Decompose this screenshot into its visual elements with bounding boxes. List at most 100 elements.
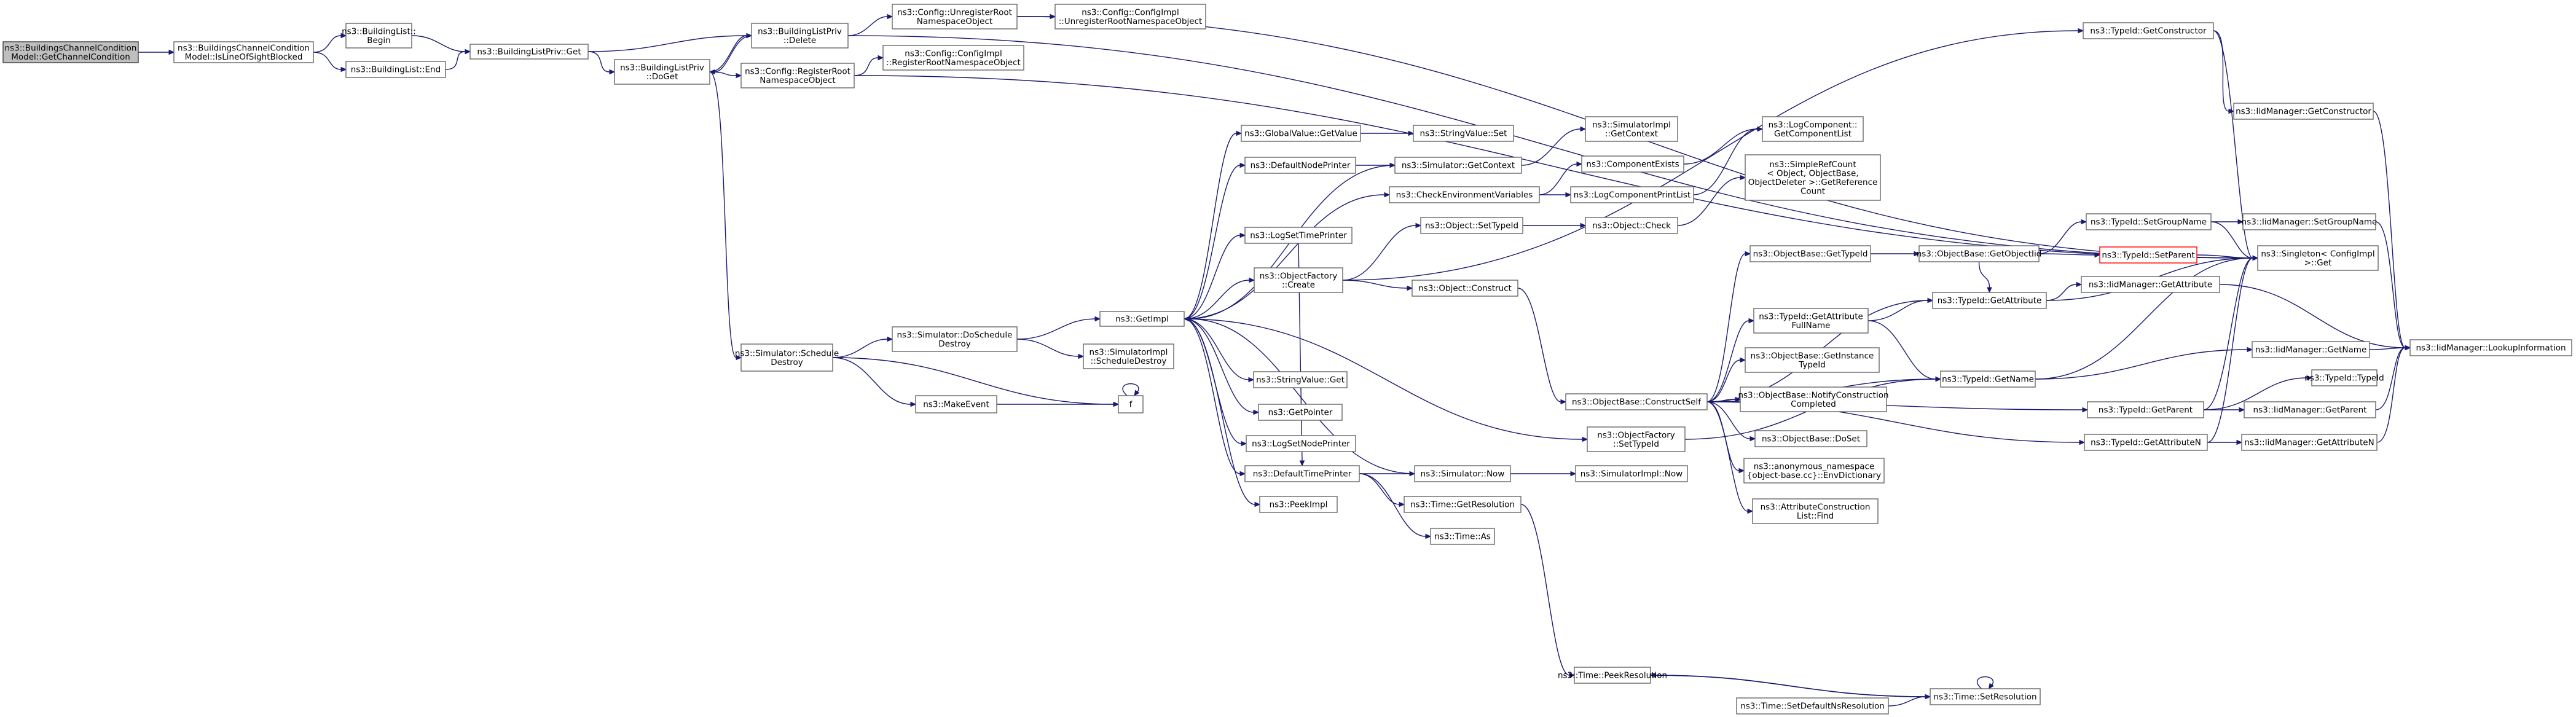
node-ns3-stringvalue-get[interactable]: ns3::StringValue::Get <box>1253 371 1348 388</box>
node-ns3-peekimpl[interactable]: ns3::PeekImpl <box>1259 496 1338 513</box>
node-ns3-objectbase-notifyconstruction-completed[interactable]: ns3::ObjectBase::NotifyConstructionCompl… <box>1738 386 1889 412</box>
edge-n45-n55 <box>2038 219 2087 254</box>
node-ns3-iidmanager-getattribute[interactable]: ns3::IidManager::GetAttribute <box>2081 276 2220 293</box>
node-ns3-objectbase-constructself[interactable]: ns3::ObjectBase::ConstructSelf <box>1565 393 1708 410</box>
node-box <box>1244 465 1360 482</box>
node-ns3-buildinglistpriv-delete[interactable]: ns3::BuildingListPriv::Delete <box>751 23 849 49</box>
node-ns3-iidmanager-lookupinformation[interactable]: ns3::IidManager::LookupInformation <box>2409 339 2572 356</box>
node-label: ::UnregisterRootNamespaceObject <box>1059 17 1203 26</box>
node-box <box>1740 386 1887 412</box>
node-ns3-objectbase-getobjectiid[interactable]: ns3::ObjectBase::GetObjectIid <box>1917 245 2042 262</box>
node-ns3-typeid-typeid[interactable]: ns3::TypeId::TypeId <box>2304 369 2384 386</box>
node-ns3-config-configimpl-registerrootnamespaceobject[interactable]: ns3::Config::ConfigImpl::RegisterRootNam… <box>882 45 1024 71</box>
node-ns3-buildingschannelcondition-model-islineofsightblocked[interactable]: ns3::BuildingsChannelConditionModel::IsL… <box>173 41 314 63</box>
node-ns3-time-setresolution[interactable]: ns3::Time::SetResolution <box>1930 688 2041 705</box>
node-ns3-iidmanager-setgroupname[interactable]: ns3::IidManager::SetGroupName <box>2242 213 2378 230</box>
node-label: ns3::SimulatorImpl::Now <box>1581 469 1683 479</box>
node-ns3-objectfactory-settypeid[interactable]: ns3::ObjectFactory::SetTypeId <box>1587 426 1686 452</box>
node-ns3-simulatorimpl-now[interactable]: ns3::SimulatorImpl::Now <box>1575 465 1688 482</box>
node-ns3-simulator-schedule-destroy[interactable]: ns3::Simulator::ScheduleDestroy <box>735 343 839 372</box>
node-f[interactable]: f <box>1118 395 1144 413</box>
node-ns3-objectfactory-create[interactable]: ns3::ObjectFactory::Create <box>1254 267 1343 293</box>
node-label: ns3::Simulator::DoSchedule <box>897 330 1013 340</box>
node-ns3-logcomponent-getcomponentlist[interactable]: ns3::LogComponent::GetComponentList <box>1762 116 1864 142</box>
node-ns3-globalvalue-getvalue[interactable]: ns3::GlobalValue::GetValue <box>1241 125 1361 142</box>
node-ns3-time-as[interactable]: ns3::Time::As <box>1430 528 1495 545</box>
node-ns3-typeid-getattributen[interactable]: ns3::TypeId::GetAttributeN <box>2084 434 2208 451</box>
node-label: Model::GetChannelCondition <box>11 52 130 62</box>
edge-n58-n62 <box>2375 221 2411 351</box>
node-ns3-time-peekresolution[interactable]: ns3::Time::PeekResolution <box>1558 667 1667 684</box>
node-box <box>2233 103 2374 120</box>
edge-line <box>1188 318 1415 474</box>
node-box <box>1244 227 1353 244</box>
node-ns3-object-settypeid[interactable]: ns3::Object::SetTypeId <box>1420 217 1523 234</box>
node-ns3-simulator-getcontext[interactable]: ns3::Simulator::GetContext <box>1394 157 1522 174</box>
edge-line <box>1520 504 1570 676</box>
node-ns3-defaulttimeprinter[interactable]: ns3::DefaultTimePrinter <box>1244 465 1360 482</box>
function-nodes: ns3::BuildingsChannelConditionModel::Get… <box>2 4 2572 715</box>
node-ns3-typeid-getname[interactable]: ns3::TypeId::GetName <box>1940 370 2036 388</box>
node-ns3-typeid-getattribute[interactable]: ns3::TypeId::GetAttribute <box>1932 292 2047 309</box>
node-ns3-config-configimpl-unregisterrootnamespaceobject[interactable]: ns3::Config::ConfigImpl::UnregisterRootN… <box>1054 4 1206 29</box>
edge-arrowhead <box>609 69 616 75</box>
node-ns3-simulator-now[interactable]: ns3::Simulator::Now <box>1414 465 1511 482</box>
node-ns3-buildinglist-end[interactable]: ns3::BuildingList::End <box>345 61 446 78</box>
node-ns3-time-setdefaultnsresolution[interactable]: ns3::Time::SetDefaultNsResolution <box>1736 697 1889 715</box>
edge-line <box>2035 349 2248 380</box>
node-ns3-simulatorimpl-scheduledestroy[interactable]: ns3::SimulatorImpl::ScheduleDestroy <box>1083 343 1174 369</box>
node-ns3-makeevent[interactable]: ns3::MakeEvent <box>915 395 997 413</box>
node-ns3-buildinglist-begin[interactable]: ns3::BuildingList::Begin <box>342 23 416 49</box>
edge-line <box>2038 253 2095 256</box>
edge-arrowhead <box>2236 439 2243 445</box>
node-ns3-buildinglistpriv-doget[interactable]: ns3::BuildingListPriv::DoGet <box>614 59 710 85</box>
node-label: NamespaceObject <box>917 17 992 26</box>
node-label: f <box>1129 400 1133 410</box>
node-ns3-object-check[interactable]: ns3::Object::Check <box>1585 217 1678 234</box>
node-ns3-typeid-setparent[interactable]: ns3::TypeId::SetParent <box>2099 246 2197 264</box>
node-ns3-iidmanager-getattributen[interactable]: ns3::IidManager::GetAttributeN <box>2241 434 2378 451</box>
node-ns3-logcomponentprintlist[interactable]: ns3::LogComponentPrintList <box>1570 186 1694 203</box>
node-ns3-simplerefcount-object-objectbase-objectdeleter-getreference-count[interactable]: ns3::SimpleRefCount< Object, ObjectBase,… <box>1745 154 1881 201</box>
node-label: ns3::ObjectBase::GetTypeId <box>1753 249 1868 259</box>
node-ns3-typeid-setgroupname[interactable]: ns3::TypeId::SetGroupName <box>2086 213 2212 230</box>
node-ns3-buildinglistpriv-get[interactable]: ns3::BuildingListPriv::Get <box>469 44 589 60</box>
node-ns3-config-unregisterroot-namespaceobject[interactable]: ns3::Config::UnregisterRootNamespaceObje… <box>892 4 1018 29</box>
node-ns3-defaultnodeprinter[interactable]: ns3::DefaultNodePrinter <box>1244 157 1356 174</box>
node-ns3-typeid-getparent[interactable]: ns3::TypeId::GetParent <box>2087 401 2204 418</box>
node-ns3-anonymous-namespace-object-base-cc-envdictionary[interactable]: ns3::anonymous_namespace{object-base.cc}… <box>1743 458 1885 484</box>
node-ns3-iidmanager-getname[interactable]: ns3::IidManager::GetName <box>2252 341 2370 358</box>
node-ns3-simulatorimpl-getcontext[interactable]: ns3::SimulatorImpl::GetContext <box>1585 116 1678 142</box>
node-ns3-logsetnodeprinter[interactable]: ns3::LogSetNodePrinter <box>1246 435 1356 452</box>
node-ns3-iidmanager-getparent[interactable]: ns3::IidManager::GetParent <box>2244 401 2376 418</box>
node-ns3-time-getresolution[interactable]: ns3::Time::GetResolution <box>1404 496 1522 513</box>
node-box <box>1241 125 1361 142</box>
node-ns3-typeid-getconstructor[interactable]: ns3::TypeId::GetConstructor <box>2083 22 2214 39</box>
node-ns3-config-registerroot-namespaceobject[interactable]: ns3::Config::RegisterRootNamespaceObject <box>740 63 855 88</box>
node-ns3-stringvalue-set[interactable]: ns3::StringValue::Set <box>1413 125 1514 142</box>
node-ns3-objectbase-doset[interactable]: ns3::ObjectBase::DoSet <box>1754 430 1867 447</box>
node-ns3-checkenvironmentvariables[interactable]: ns3::CheckEnvironmentVariables <box>1389 186 1540 203</box>
node-ns3-getimpl[interactable]: ns3::GetImpl <box>1099 311 1185 327</box>
node-ns3-object-construct[interactable]: ns3::Object::Construct <box>1412 280 1518 297</box>
node-label: >::Get <box>2304 258 2331 268</box>
node-ns3-singleton-configimpl-get[interactable]: ns3::Singleton< ConfigImpl>::Get <box>2257 245 2379 271</box>
node-box <box>1420 217 1523 234</box>
edge-line <box>2375 221 2406 348</box>
edge-line <box>1867 320 1936 380</box>
node-ns3-iidmanager-getconstructor[interactable]: ns3::IidManager::GetConstructor <box>2233 103 2374 120</box>
node-ns3-objectbase-gettypeid[interactable]: ns3::ObjectBase::GetTypeId <box>1749 245 1871 262</box>
node-box <box>1565 393 1708 410</box>
edge-n5-n6 <box>587 33 753 52</box>
node-box <box>1254 267 1343 293</box>
node-ns3-getpointer[interactable]: ns3::GetPointer <box>1258 404 1343 421</box>
edge-arrowhead <box>736 72 742 79</box>
node-label: ns3::Simulator::Now <box>1421 469 1505 479</box>
node-ns3-componentexists[interactable]: ns3::ComponentExists <box>1581 155 1684 173</box>
edge-line <box>1184 318 1249 380</box>
node-ns3-logsettimeprinter[interactable]: ns3::LogSetTimePrinter <box>1244 227 1353 244</box>
